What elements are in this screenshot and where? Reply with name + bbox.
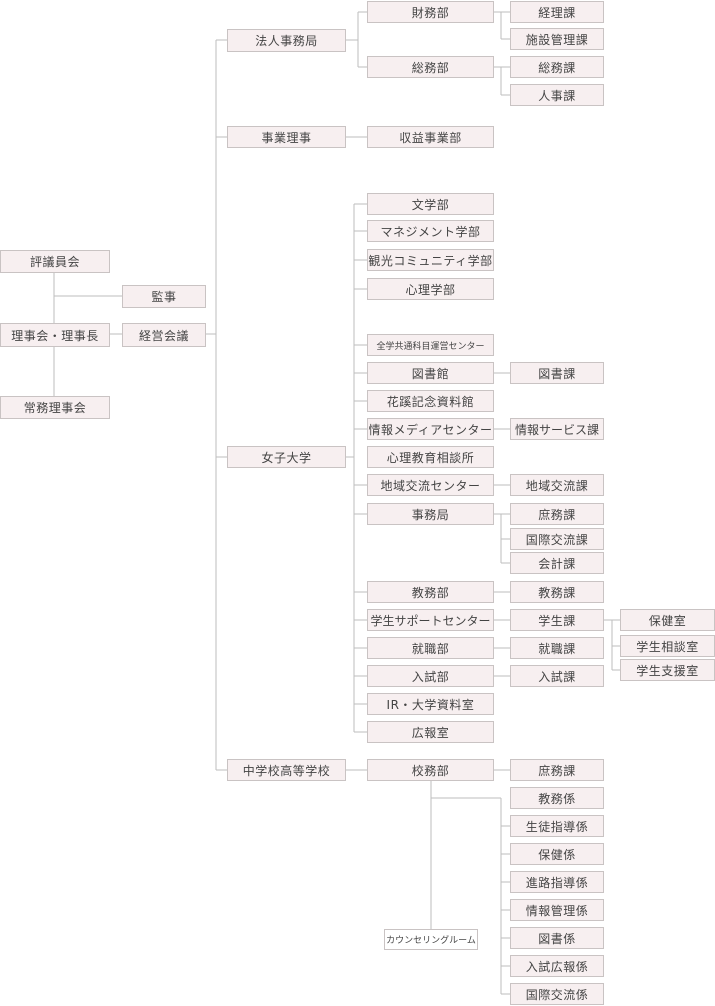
node-komubu: 校務部 <box>367 759 494 781</box>
node-nyushi-koho-gakari: 入試広報係 <box>510 955 604 977</box>
node-chiiki-center: 地域交流センター <box>367 474 494 496</box>
node-shinri-gakubu: 心理学部 <box>367 278 494 300</box>
node-jigyo-riji: 事業理事 <box>227 126 346 148</box>
node-management-gakubu: マネジメント学部 <box>367 220 494 242</box>
node-toshokan: 図書館 <box>367 362 494 384</box>
node-keiei-kaigi: 経営会議 <box>122 323 206 347</box>
node-kohoshitsu: 広報室 <box>367 721 494 743</box>
node-chugakko-koto-gakko: 中学校高等学校 <box>227 759 346 781</box>
node-kyomuka: 教務課 <box>510 581 604 603</box>
node-shomuka: 庶務課 <box>510 503 604 525</box>
node-jimukyoku: 事務局 <box>367 503 494 525</box>
node-shushokuka: 就職課 <box>510 637 604 659</box>
node-seito-shido-gakari: 生徒指導係 <box>510 815 604 837</box>
node-joshi-daigaku: 女子大学 <box>227 446 346 468</box>
node-somubu: 総務部 <box>367 56 494 78</box>
node-gakusei-shienshitsu: 学生支援室 <box>620 659 715 681</box>
node-gakusei-sodanshitsu: 学生相談室 <box>620 635 715 657</box>
node-kyomubu: 教務部 <box>367 581 494 603</box>
node-joho-service-ka: 情報サービス課 <box>510 418 604 440</box>
node-hoken-gakari: 保健係 <box>510 843 604 865</box>
node-kokusai-koryu-gakari: 国際交流係 <box>510 983 604 1005</box>
node-shueki-jigyobu: 収益事業部 <box>367 126 494 148</box>
node-kyotsu-center: 全学共通科目運営センター <box>367 334 494 356</box>
node-counseling-room: カウンセリングルーム <box>384 929 478 950</box>
node-zaimubu: 財務部 <box>367 1 494 23</box>
node-hokenshitsu: 保健室 <box>620 609 715 631</box>
node-jomu-rijikai: 常務理事会 <box>0 396 110 419</box>
node-joho-media-center: 情報メディアセンター <box>367 418 494 440</box>
node-hyogiinkai: 評議員会 <box>0 250 110 273</box>
node-kokusai-ka: 国際交流課 <box>510 528 604 550</box>
node-shushokubu: 就職部 <box>367 637 494 659</box>
node-tosho-gakari: 図書係 <box>510 927 604 949</box>
node-rijikai: 理事会・理事長 <box>0 323 110 347</box>
node-joho-kanri-gakari: 情報管理係 <box>510 899 604 921</box>
node-kanji: 監事 <box>122 285 206 308</box>
node-bungakubu: 文学部 <box>367 193 494 215</box>
node-shinri-sodanjo: 心理教育相談所 <box>367 446 494 468</box>
node-nyushika: 入試課 <box>510 665 604 687</box>
node-hojin-jimukyoku: 法人事務局 <box>227 29 346 52</box>
node-keirika: 経理課 <box>510 1 604 23</box>
node-gakusei-support-center: 学生サポートセンター <box>367 609 494 631</box>
node-nyushibu: 入試部 <box>367 665 494 687</box>
node-somuka: 総務課 <box>510 56 604 78</box>
node-ir-shiryoshitsu: IR・大学資料室 <box>367 693 494 715</box>
node-gakuseika: 学生課 <box>510 609 604 631</box>
node-chiiki-ka: 地域交流課 <box>510 474 604 496</box>
node-toshoka: 図書課 <box>510 362 604 384</box>
node-kanko-gakubu: 観光コミュニティ学部 <box>367 249 494 271</box>
node-shinro-shido-gakari: 進路指導係 <box>510 871 604 893</box>
node-shisetsu-kanrika: 施設管理課 <box>510 28 604 50</box>
node-jinjika: 人事課 <box>510 84 604 106</box>
node-kyomu-gakari: 教務係 <box>510 787 604 809</box>
node-chu-shomuka: 庶務課 <box>510 759 604 781</box>
node-kaikei-ka: 会計課 <box>510 552 604 574</box>
node-kaei-shiryokan: 花蹊記念資料館 <box>367 390 494 412</box>
